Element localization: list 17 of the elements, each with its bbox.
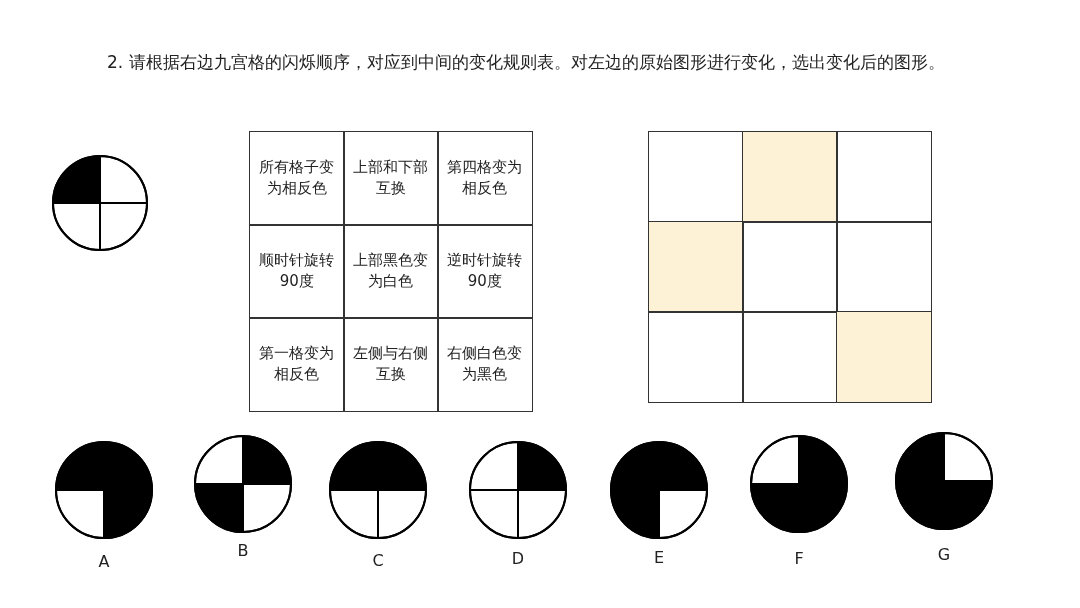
- option-letter: F: [793, 549, 805, 568]
- option-letter: A: [97, 552, 111, 571]
- option-letter: B: [236, 541, 250, 560]
- table-cell: 所有格子变为相反色: [249, 131, 345, 226]
- table-cell: 上部黑色变为白色: [343, 224, 439, 319]
- option-letter: C: [371, 551, 385, 570]
- table-cell: 上部和下部互换: [343, 131, 439, 226]
- option-letter: G: [936, 545, 952, 564]
- table-cell: 左侧与右侧互换: [343, 317, 439, 412]
- question-text: 2. 请根据右边九宫格的闪烁顺序，对应到中间的变化规则表。对左边的原始图形进行变化，选出变化后的图形。: [107, 51, 946, 74]
- option-letter: D: [510, 549, 526, 568]
- table-cell: 第四格变为相反色: [437, 131, 533, 226]
- table-cell: 逆时针旋转90度: [437, 224, 533, 319]
- table-cell: 右侧白色变为黑色: [437, 317, 533, 412]
- table-cell: 顺时针旋转90度: [249, 224, 345, 319]
- option-letter: E: [652, 548, 666, 567]
- table-cell: 第一格变为相反色: [249, 317, 345, 412]
